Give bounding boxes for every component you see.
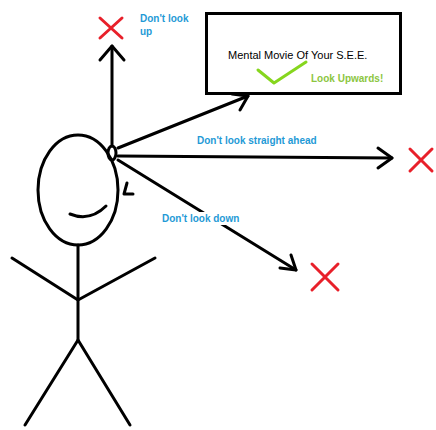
smile <box>70 206 106 217</box>
head <box>38 135 118 245</box>
arrowhead <box>232 94 248 110</box>
body <box>77 245 80 340</box>
arrowhead <box>378 148 392 168</box>
legs <box>25 340 130 425</box>
check-mark <box>258 62 306 83</box>
cross-mark <box>312 264 338 290</box>
arrow-ahead <box>118 156 392 158</box>
arrowhead <box>280 255 296 270</box>
movie-box: Mental Movie Of Your S.E.E. Look Upwards! <box>205 12 402 95</box>
arrow-down <box>118 160 296 270</box>
blue-note: Don't look up <box>139 12 193 38</box>
box-title: Mental Movie Of Your S.E.E. <box>228 49 367 61</box>
eye <box>108 146 116 160</box>
green-note: Look Upwards! <box>311 73 383 84</box>
cross-mark <box>410 149 432 171</box>
arrowhead <box>100 46 124 60</box>
nose <box>124 183 133 194</box>
blue-note: Don't look straight ahead <box>196 134 318 147</box>
cross-mark <box>100 18 122 38</box>
arms <box>12 258 155 300</box>
arrow-up <box>111 46 114 146</box>
blue-note: Don't look down <box>161 212 240 225</box>
